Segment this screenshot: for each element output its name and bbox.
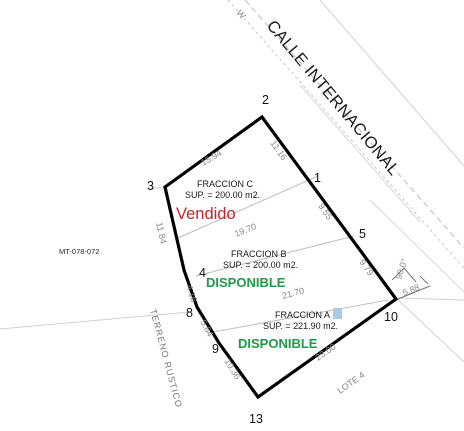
dim-c-b: 19.70	[233, 221, 258, 239]
dim-angle: 90.0°	[393, 257, 409, 281]
vertex-4: 4	[199, 266, 206, 280]
division-b-a	[195, 235, 355, 277]
neighbor-left-label: TERRENO RUSTICO	[148, 308, 184, 409]
vertex-5: 5	[359, 227, 366, 241]
fraction-c-status: Vendido	[176, 205, 236, 223]
neighbor-line	[394, 296, 464, 363]
fraction-c-area: SUP. = 200.00 m2.	[185, 190, 260, 200]
dim-tick	[419, 275, 429, 285]
fraction-c[interactable]: FRACCION C SUP. = 200.00 m2. Vendido	[176, 179, 260, 223]
dim-3-2: 15.94	[199, 148, 224, 168]
vertex-9: 9	[212, 342, 219, 356]
lot-boundary	[163, 114, 399, 400]
fraction-a[interactable]: FRACCION A SUP. = 221.90 m2. DISPONIBLE	[238, 308, 342, 351]
right-angle-marker	[391, 267, 431, 300]
fraction-b-name: FRACCION B	[231, 249, 287, 259]
vertex-1: 1	[314, 171, 321, 185]
neighbor-lines	[0, 187, 464, 363]
street-edge-inner	[227, 0, 464, 269]
fraction-b-area: SUP. = 200.00 m2.	[223, 260, 298, 270]
cadastral-id: MT-078-072	[59, 247, 99, 256]
division-a-inner	[207, 299, 389, 334]
neighbor-line	[397, 297, 464, 301]
vertex-10: 10	[384, 310, 398, 324]
vertex-labels: 2 1 3 5 4 8 10 9 13	[147, 93, 398, 426]
dim-3-4: 11.84	[154, 221, 169, 245]
dim-5-10: 9.79	[357, 257, 375, 277]
street-curb	[319, 0, 464, 167]
division-c-b	[177, 175, 319, 239]
neighbor-bottom-label: LOTE 4	[335, 370, 366, 396]
dim-4-8: 4.16	[184, 284, 199, 304]
selection-highlight	[333, 308, 342, 319]
division-lines	[177, 175, 389, 334]
street-edge-outer	[244, 0, 464, 249]
fraction-a-status: DISPONIBLE	[238, 336, 318, 351]
dim-1-5: 9.55	[316, 201, 334, 221]
dim-leader	[397, 285, 431, 300]
road-line-2	[369, 199, 464, 293]
vertex-2: 2	[262, 93, 269, 107]
angle-arc	[391, 267, 417, 283]
fraction-b-status: DISPONIBLE	[206, 275, 286, 290]
street-lines	[227, 0, 464, 293]
neighbor-line	[0, 311, 191, 330]
dim-2-1: 11.16	[268, 138, 289, 162]
fraction-c-name: FRACCION C	[197, 179, 254, 189]
vertex-3: 3	[147, 179, 154, 193]
fraction-a-area: SUP. = 221.90 m2.	[263, 321, 338, 331]
fraction-a-name: FRACCION A	[275, 310, 330, 320]
fraction-b[interactable]: FRACCION B SUP. = 200.00 m2. DISPONIBLE	[206, 249, 298, 290]
vertex-13: 13	[249, 412, 263, 426]
road-line	[299, 84, 421, 223]
vertex-8: 8	[186, 306, 193, 320]
dim-road: 5.88	[401, 282, 421, 298]
